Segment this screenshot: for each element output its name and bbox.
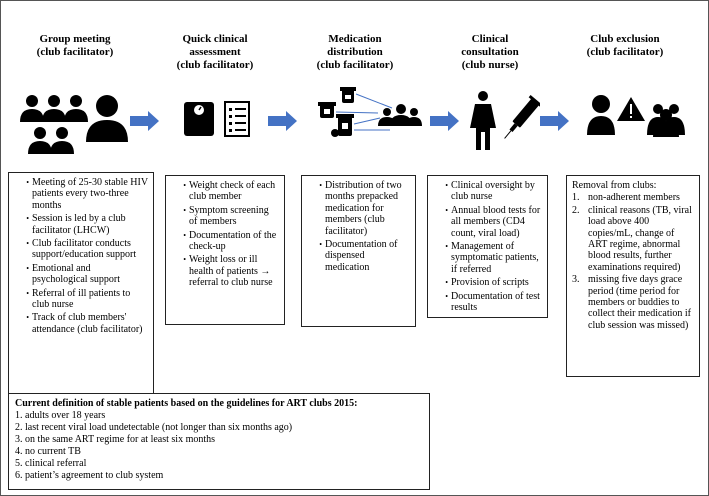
list-item: Clinical oversight by club nurse [448, 180, 542, 203]
list-item: Session is led by a club facilitator (LH… [29, 213, 148, 236]
list-item: Annual blood tests for all members (CD4 … [448, 205, 542, 239]
quick-assessment-details: Weight check of each club member Symptom… [165, 175, 285, 325]
clinical-consultation-details: Clinical oversight by club nurse Annual … [427, 175, 548, 318]
list-item: Documentation of the check-up [186, 230, 279, 253]
list-item: Provision of scripts [448, 277, 542, 288]
list-item: Meeting of 25-30 stable HIV patients eve… [29, 177, 148, 211]
list-item: Weight loss or ill health of patients → … [186, 254, 279, 288]
definition-line: 5. clinical referral [15, 458, 87, 469]
list-item: Distribution of two months prepacked med… [322, 180, 410, 237]
list-item: Referral of ill patients to club nurse [29, 288, 148, 311]
stable-patient-definition: Current definition of stable patients ba… [8, 393, 430, 490]
stage-title-exclusion: Club exclusion(club facilitator) [586, 33, 664, 58]
list-item: Symptom screening of members [186, 205, 279, 228]
list-item: Club facilitator conducts support/educat… [29, 238, 148, 261]
definition-title: Current definition of stable patients ba… [15, 398, 358, 409]
list-item: Emotional and psychological support [29, 263, 148, 286]
list-item: 3.missing five days grace period (time p… [572, 274, 692, 331]
list-item: 2.clinical reasons (TB, viral load above… [572, 204, 692, 273]
removal-heading: Removal from clubs: [572, 180, 657, 191]
definition-line: 3. on the same ART regime for at least s… [15, 434, 216, 445]
definition-line: 6. patient’s agreement to club system [15, 470, 164, 481]
list-item: Track of club members' attendance (club … [29, 312, 148, 335]
nurse-syringe-icon [470, 91, 540, 150]
list-item: Weight check of each club member [186, 180, 279, 203]
exclusion-warning-icon [587, 95, 685, 137]
definition-line: 2. last recent viral load undetectable (… [15, 422, 293, 433]
group-meeting-details: Meeting of 25-30 stable HIV patients eve… [8, 172, 154, 416]
list-item: Documentation of test results [448, 291, 542, 314]
pills-distribution-icon [318, 87, 422, 137]
list-item: Documentation of dispensed medication [322, 239, 410, 273]
scale-checklist-icon [184, 101, 250, 137]
flow-arrow-3 [430, 111, 459, 131]
flow-arrow-1 [130, 111, 159, 131]
list-item: 1.non-adherent members [572, 192, 680, 204]
medication-distribution-details: Distribution of two months prepacked med… [301, 175, 416, 327]
flow-arrow-4 [540, 111, 569, 131]
club-exclusion-details: Removal from clubs: 1.non-adherent membe… [566, 175, 700, 377]
group-people-icon [20, 95, 128, 154]
flow-arrow-2 [268, 111, 297, 131]
definition-line: 4. no current TB [15, 446, 81, 457]
stage-title-group-meeting: Group meeting(club facilitator) [36, 33, 114, 58]
definition-line: 1. adults over 18 years [15, 410, 106, 421]
list-item: Management of symptomatic patients, if r… [448, 241, 542, 275]
